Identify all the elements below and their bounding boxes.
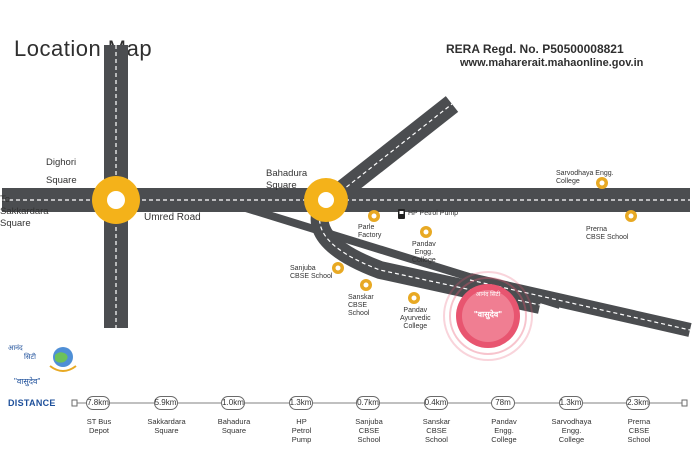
- sanjuba-label: Sanjuba CBSE School: [290, 265, 333, 280]
- dighori-junction-center: [107, 191, 125, 209]
- pandav-ayurvedic-label: Pandav Ayurvedic College: [400, 307, 431, 330]
- distance-line-end: [681, 399, 688, 407]
- brand-left-line2: सिटी: [24, 354, 36, 361]
- hp-petrol-pump-label: HP Petrol Pump: [408, 210, 459, 217]
- brand-left-name: "वासुदेव": [14, 377, 41, 386]
- distance-place-name: Bahadura Square: [217, 417, 251, 435]
- distance-value: 5.9km: [153, 396, 178, 410]
- distance-place-name: Sanskar CBSE School: [422, 417, 451, 444]
- distance-value: 2.3km: [626, 396, 650, 410]
- dighori-square-label: Dighori Square: [46, 157, 77, 186]
- rera-registration: RERA Regd. No. P50500008821: [446, 42, 624, 56]
- distance-place-name: Prerna CBSE School: [627, 417, 651, 444]
- distance-place-name: HP Petrol Pump: [291, 417, 312, 444]
- sanskar-label: Sanskar CBSE School: [348, 294, 374, 317]
- parle-factory-label: Parle Factory: [358, 224, 382, 239]
- prerna-label: Prerna CBSE School: [586, 226, 629, 241]
- project-location-marker: [443, 271, 533, 361]
- bahadura-junction-center: [318, 192, 334, 208]
- distance-value: 7.8km: [86, 396, 110, 410]
- distance-value: 78m: [491, 396, 515, 410]
- project-brand: आनंद सिटी "वासुदेव": [462, 292, 514, 321]
- project-brand-name: "वासुदेव": [473, 310, 503, 319]
- distance-label: DISTANCE: [8, 398, 56, 408]
- bahadura-square-label: Bahadura Square: [266, 168, 308, 191]
- distance-place-name: Sanjuba CBSE School: [355, 417, 383, 444]
- brand-logo: [49, 347, 77, 372]
- distance-place-name: Sakkardara Square: [147, 417, 186, 435]
- project-brand-small: आनंद सिटी: [475, 292, 501, 298]
- distance-place-name: Pandav Engg. College: [491, 417, 517, 444]
- distance-value: 0.7km: [356, 396, 380, 410]
- distance-value: 1.3km: [558, 396, 583, 410]
- distance-value: 0.4km: [423, 396, 448, 410]
- brand-text-left: आनंद सिटी: [8, 344, 54, 362]
- place-markers: [332, 177, 637, 304]
- distance-place-name: Sarvodhaya Engg. College: [551, 417, 592, 444]
- distance-place-name: ST Bus Depot: [86, 417, 112, 435]
- to-sakkardara-label: To Sakkardara Square: [0, 194, 49, 229]
- sarvodhaya-label: Sarvodhaya Engg. College: [556, 170, 614, 185]
- umred-road-label: Umred Road: [144, 212, 201, 223]
- pandav-engg-label: Pandav Engg. College: [412, 241, 436, 264]
- distance-value: 1.0km: [221, 396, 245, 410]
- brand-left-line1: आनंद: [8, 345, 23, 352]
- distance-line-start: [71, 399, 78, 407]
- page-title: Location Map: [14, 36, 153, 61]
- distance-value: 1.3km: [288, 396, 313, 410]
- rera-website: www.maharerait.mahaonline.gov.in: [460, 57, 644, 69]
- fuel-pump-icon: [398, 209, 405, 219]
